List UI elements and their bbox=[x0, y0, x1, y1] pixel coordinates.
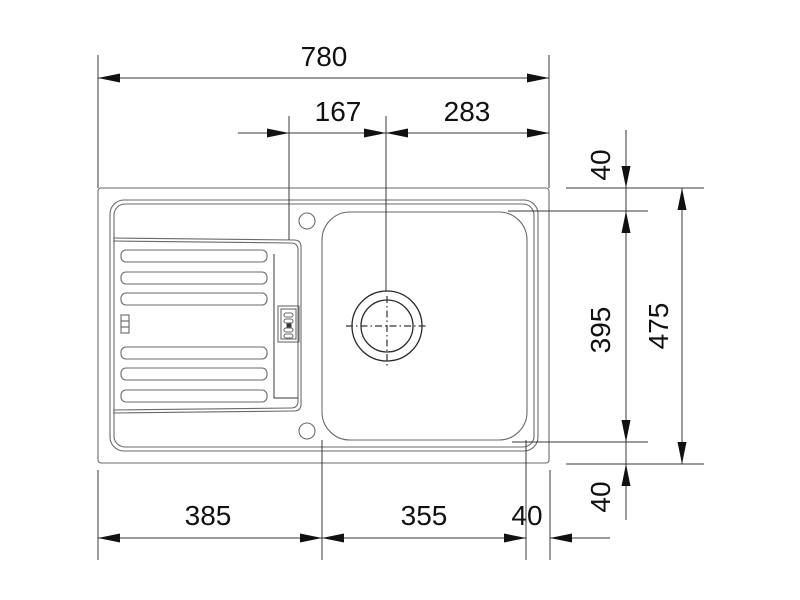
tap-hole-top-icon bbox=[298, 212, 316, 230]
svg-text:475: 475 bbox=[643, 303, 674, 350]
svg-text:167: 167 bbox=[315, 96, 362, 127]
drainer-marker bbox=[120, 314, 130, 334]
tap-hole-bottom-icon bbox=[298, 422, 316, 440]
svg-text:385: 385 bbox=[185, 500, 232, 531]
svg-text:395: 395 bbox=[585, 307, 616, 354]
drainer-ribs bbox=[120, 249, 268, 403]
dimension-overall-depth: 475 bbox=[643, 188, 687, 464]
svg-text:40: 40 bbox=[585, 481, 616, 512]
drainer bbox=[112, 237, 302, 414]
svg-text:355: 355 bbox=[401, 500, 448, 531]
dimension-right-depths: 40 395 40 bbox=[585, 149, 631, 513]
svg-text:780: 780 bbox=[301, 41, 348, 72]
svg-text:40: 40 bbox=[585, 149, 616, 180]
bowl bbox=[321, 211, 528, 441]
svg-text:283: 283 bbox=[444, 96, 491, 127]
overflow-icon bbox=[277, 305, 300, 343]
waste-outlet-icon bbox=[346, 290, 428, 368]
dimension-overall-width: 780 bbox=[98, 41, 549, 83]
sink-outline bbox=[97, 187, 550, 464]
extension-lines bbox=[97, 55, 704, 560]
svg-text:40: 40 bbox=[511, 500, 542, 531]
dimension-drain-offset: 167 283 bbox=[238, 96, 549, 138]
dimension-bottom-widths: 385 355 40 bbox=[98, 500, 610, 543]
